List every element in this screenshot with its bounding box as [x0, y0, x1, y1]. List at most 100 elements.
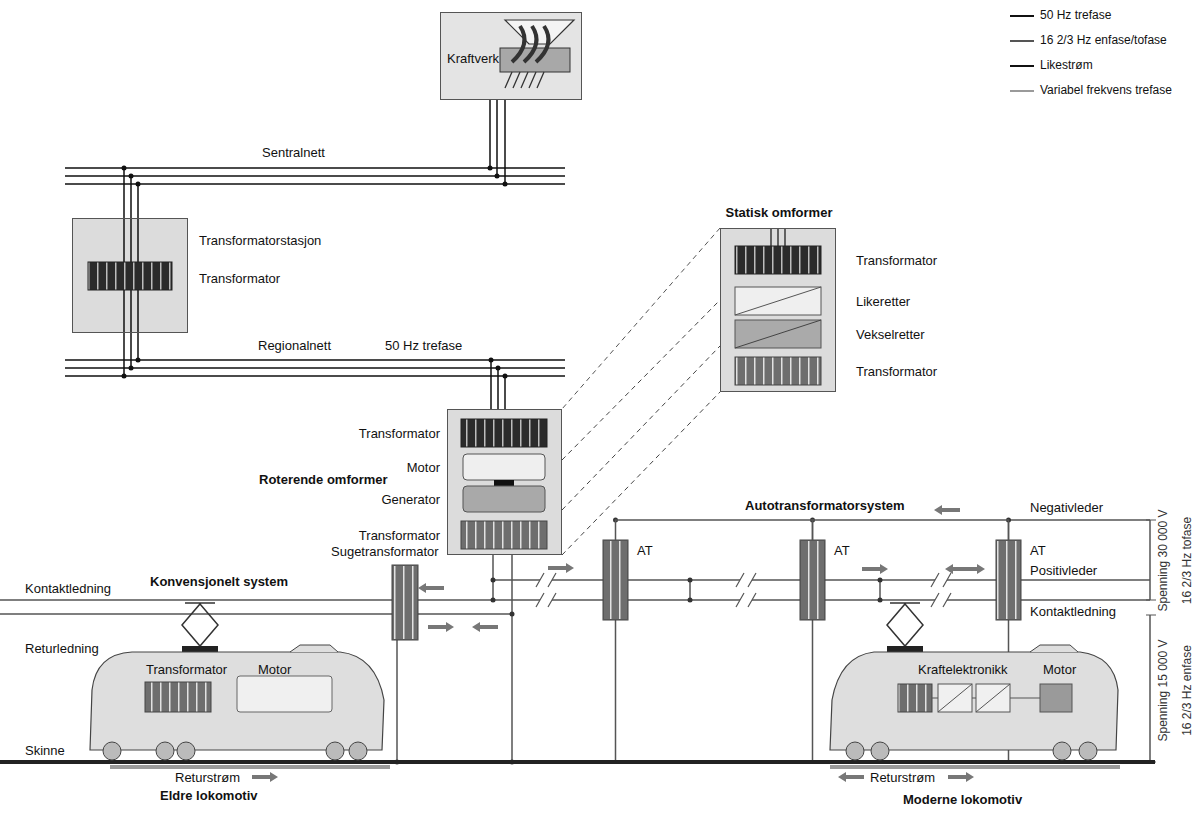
negative-conductor: [616, 520, 813, 540]
zoom-line: [562, 346, 720, 510]
rotary-converter: [461, 521, 547, 549]
rotary-converter: [447, 409, 562, 555]
node-label: Kraftverk: [447, 51, 499, 66]
text-label: Kontaktledning: [1030, 604, 1116, 619]
static-converter: [735, 357, 821, 385]
old-locomotive: [326, 742, 344, 760]
text-label: Negativleder: [1030, 500, 1103, 515]
junction-dot: [510, 612, 515, 617]
node-label: Generator: [381, 492, 440, 507]
node-label: Motor: [258, 662, 291, 677]
node-label: Motor: [1043, 662, 1076, 677]
legend-line: [1010, 65, 1034, 67]
modern-locomotive: KraftelektronikkMotorModerne lokomotiv: [828, 655, 1118, 755]
old-locomotive: TransformatorMotorEldre lokomotiv: [88, 655, 383, 755]
static-converter: [735, 320, 821, 348]
old-locomotive: [182, 603, 218, 646]
autotransformer: AT: [800, 540, 825, 620]
old-locomotive: [103, 742, 121, 760]
modern-locomotive: [830, 603, 1118, 760]
rotary-converter-box: Roterende omformerTransformatorMotorGene…: [447, 409, 562, 555]
node-label: Transformator: [856, 253, 937, 268]
rotary-converter: [461, 419, 547, 447]
old-locomotive: [182, 646, 218, 652]
overhead-wire: [690, 580, 880, 600]
substation-box: TransformatorstasjonTransformator: [72, 218, 188, 333]
node-label: AT: [1030, 543, 1046, 558]
static-converter: [720, 228, 836, 392]
power-plant: [440, 12, 582, 100]
modern-locomotive: [887, 603, 923, 646]
modern-locomotive: [932, 698, 1040, 699]
junction-dot: [488, 166, 493, 171]
modern-locomotive: [1030, 645, 1078, 652]
node-label: AT: [834, 543, 850, 558]
zoom-line: [562, 300, 720, 460]
power-plant-box: Kraftverk: [440, 12, 582, 100]
node-label: AT: [637, 543, 653, 558]
zoom-line: [562, 228, 720, 409]
old-locomotive: [237, 676, 332, 712]
current-arrow: [252, 772, 278, 782]
negative-conductor: [813, 520, 1009, 540]
modern-locomotive: [976, 684, 1010, 712]
legend-swatch: [1010, 36, 1034, 46]
old-locomotive: [145, 682, 211, 712]
old-locomotive: [156, 742, 174, 760]
modern-locomotive: [938, 684, 972, 712]
current-arrow: [945, 564, 985, 574]
text-label: Returstrøm: [870, 770, 935, 785]
node-label: Transformator: [359, 528, 440, 543]
legend-line: [1010, 40, 1034, 42]
node-label: Statisk omformer: [726, 205, 833, 220]
node-label: Likeretter: [856, 294, 910, 309]
legend-label: 50 Hz trefase: [1040, 8, 1111, 23]
substation: [88, 262, 172, 290]
text-label: Returstrøm: [175, 770, 240, 785]
static-converter-box: Statisk omformerTransformatorLikeretterV…: [720, 228, 836, 392]
modern-locomotive: [1040, 684, 1072, 712]
current-arrow: [428, 622, 454, 632]
text-label: Konvensjonelt system: [150, 574, 288, 589]
junction-dot: [688, 598, 693, 603]
substation: [72, 168, 188, 376]
node-label: Eldre lokomotiv: [160, 788, 258, 803]
junction-dot: [688, 578, 693, 583]
junction-dot: [503, 182, 508, 187]
modern-locomotive: [871, 742, 889, 760]
rotary-converter: [494, 480, 514, 486]
old-locomotive: [349, 742, 367, 760]
transformer-symbol: [392, 565, 418, 640]
static-converter: [720, 228, 836, 392]
old-locomotive: [290, 645, 338, 652]
node-label: Kraftelektronikk: [918, 662, 1008, 677]
legend-swatch: [1010, 11, 1034, 21]
autotransformer: AT: [996, 540, 1021, 620]
line-break: [536, 573, 951, 607]
node-label: Transformatorstasjon: [199, 233, 321, 248]
regional-grid: [491, 360, 505, 409]
modern-locomotive: [846, 742, 864, 760]
legend-label: Likestrøm: [1040, 58, 1093, 73]
static-converter: [735, 246, 821, 274]
rail: [110, 765, 390, 769]
text-label: Returledning: [25, 641, 99, 656]
modern-locomotive: [938, 684, 972, 712]
junction-dot: [491, 578, 496, 583]
legend-line: [1010, 15, 1034, 17]
node-label: Vekselretter: [856, 327, 925, 342]
node-label: Roterende omformer: [259, 472, 388, 487]
old-locomotive: [177, 742, 195, 760]
line-break: [536, 573, 556, 607]
text-label: Sentralnett: [262, 145, 325, 160]
modern-locomotive: [898, 684, 932, 712]
autotransformer: AT: [603, 540, 628, 620]
line-break: [736, 573, 756, 607]
current-arrow: [862, 564, 888, 574]
legend-swatch: [1010, 86, 1034, 96]
overhead-wire: [1149, 520, 1151, 762]
rotary-converter: [447, 409, 562, 555]
voltage-label: 16 2/3 Hz enfase: [1179, 645, 1194, 736]
